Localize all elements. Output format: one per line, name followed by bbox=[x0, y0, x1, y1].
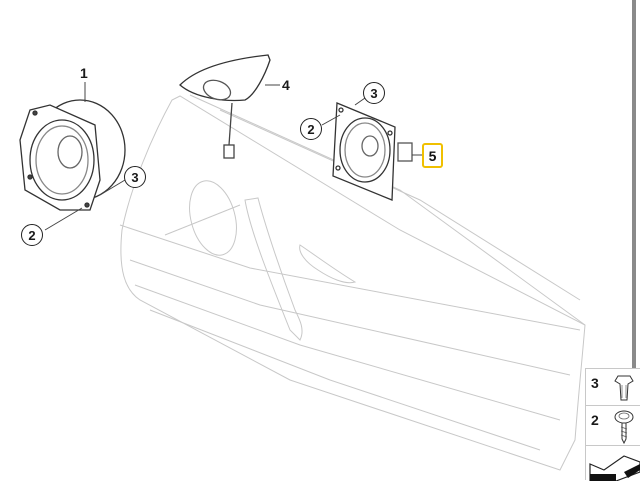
legend-label: 3 bbox=[591, 375, 599, 391]
callout-3-woofer[interactable]: 3 bbox=[124, 166, 146, 188]
legend-row-screw[interactable]: 2 bbox=[586, 405, 640, 445]
callout-2-midrange[interactable]: 2 bbox=[300, 118, 322, 140]
callout-1[interactable]: 1 bbox=[80, 65, 88, 81]
midrange-speaker-illustration bbox=[332, 102, 413, 201]
arrow-icon bbox=[589, 455, 640, 481]
door-panel-illustration bbox=[119, 94, 586, 471]
callout-5-highlighted[interactable]: 5 bbox=[422, 143, 443, 168]
callout-2-woofer[interactable]: 2 bbox=[21, 224, 43, 246]
legend-row-arrow[interactable] bbox=[586, 445, 640, 481]
legend-label: 2 bbox=[591, 412, 599, 428]
woofer-speaker-illustration bbox=[19, 99, 126, 211]
leader-lines bbox=[44, 82, 422, 231]
fastener-legend: 3 2 bbox=[585, 368, 640, 481]
legend-row-clip[interactable]: 3 bbox=[586, 368, 640, 405]
callout-3-midrange[interactable]: 3 bbox=[363, 82, 385, 104]
clip-nut-icon bbox=[614, 375, 634, 401]
tweeter-illustration bbox=[179, 54, 271, 159]
vertical-scrollbar[interactable] bbox=[632, 0, 636, 436]
screw-icon bbox=[614, 410, 634, 445]
callout-4[interactable]: 4 bbox=[282, 77, 290, 93]
